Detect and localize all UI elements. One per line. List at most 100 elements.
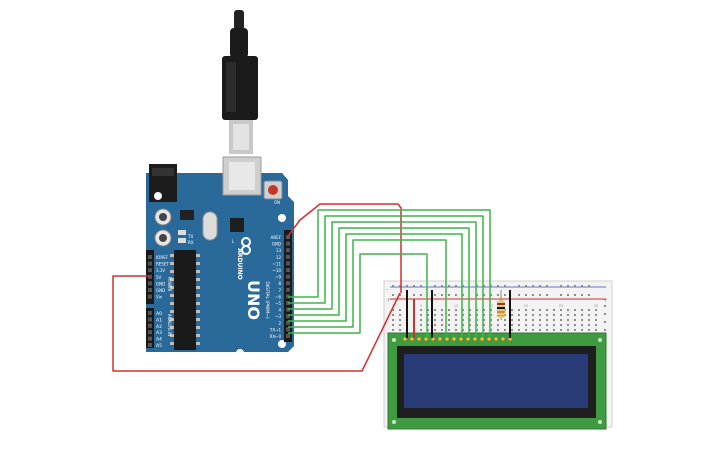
breadboard-hole bbox=[511, 329, 513, 331]
breadboard-hole bbox=[462, 329, 464, 331]
breadboard-hole bbox=[525, 314, 527, 316]
breadboard-hole bbox=[546, 309, 548, 311]
breadboard-hole bbox=[595, 309, 597, 311]
lcd-pin bbox=[493, 336, 499, 342]
digital-pin bbox=[286, 281, 290, 286]
rail-hole bbox=[497, 294, 499, 296]
lcd-pin bbox=[416, 336, 422, 342]
rail-hole bbox=[604, 305, 606, 307]
rail-hole bbox=[462, 285, 464, 287]
breadboard-hole bbox=[567, 324, 569, 326]
breadboard-hole bbox=[455, 329, 457, 331]
rail-minus-label: - bbox=[386, 286, 388, 293]
digital-pin-label: ~5 bbox=[275, 301, 281, 306]
rail-hole bbox=[525, 294, 527, 296]
breadboard-hole bbox=[511, 319, 513, 321]
breadboard-hole bbox=[455, 324, 457, 326]
rail-hole bbox=[476, 285, 478, 287]
breadboard-hole bbox=[469, 329, 471, 331]
breadboard-hole bbox=[476, 329, 478, 331]
breadboard-hole bbox=[434, 314, 436, 316]
breadboard-hole bbox=[553, 319, 555, 321]
rail-hole bbox=[434, 294, 436, 296]
digital-pin-label: 12 bbox=[276, 255, 282, 260]
breadboard-hole bbox=[483, 324, 485, 326]
breadboard-hole bbox=[497, 324, 499, 326]
rail-plus-label-right: + bbox=[603, 297, 608, 304]
rail-hole bbox=[604, 329, 606, 331]
analog-pin-label: A1 bbox=[156, 317, 162, 323]
breadboard-hole bbox=[392, 319, 394, 321]
breadboard-hole bbox=[567, 309, 569, 311]
breadboard-hole bbox=[560, 314, 562, 316]
breadboard-hole bbox=[504, 324, 506, 326]
rail-hole bbox=[539, 294, 541, 296]
breadboard-hole bbox=[434, 329, 436, 331]
breadboard-hole bbox=[399, 319, 401, 321]
wire-signal-d3 bbox=[288, 233, 463, 338]
lcd-pin bbox=[500, 336, 506, 342]
rail-hole bbox=[504, 294, 506, 296]
power-pin-label: Vin bbox=[156, 295, 163, 300]
breadboard-hole bbox=[448, 314, 450, 316]
rail-hole bbox=[420, 294, 422, 296]
breadboard-hole bbox=[588, 324, 590, 326]
breadboard-hole bbox=[553, 329, 555, 331]
breadboard-hole bbox=[581, 309, 583, 311]
wire-signal-d5 bbox=[288, 221, 477, 338]
breadboard-hole bbox=[525, 309, 527, 311]
rail-hole bbox=[490, 285, 492, 287]
breadboard-hole bbox=[546, 329, 548, 331]
breadboard-hole bbox=[504, 319, 506, 321]
breadboard-hole bbox=[441, 319, 443, 321]
rail-hole bbox=[441, 285, 443, 287]
rail-hole bbox=[581, 285, 583, 287]
breadboard-hole bbox=[455, 319, 457, 321]
breadboard-hole bbox=[546, 324, 548, 326]
rail-hole bbox=[413, 294, 415, 296]
board-brand: ARDUINO bbox=[236, 248, 243, 279]
analog-pin-label: A2 bbox=[156, 324, 162, 330]
breadboard-hole bbox=[518, 324, 520, 326]
power-pin bbox=[148, 255, 152, 259]
analog-pin bbox=[148, 330, 152, 335]
led-label-rx: RX bbox=[188, 240, 194, 245]
wire-signal-d11 bbox=[288, 215, 484, 338]
lcd-module bbox=[387, 332, 607, 430]
digital-pin bbox=[286, 334, 290, 338]
breadboard-hole bbox=[462, 314, 464, 316]
breadboard-hole bbox=[581, 314, 583, 316]
power-pin-label: IOREF bbox=[156, 255, 169, 260]
breadboard-hole bbox=[574, 324, 576, 326]
rail-hole bbox=[448, 294, 450, 296]
digital-pin-label: 2 bbox=[278, 321, 281, 326]
breadboard-hole bbox=[399, 309, 401, 311]
rail-plus-label: + bbox=[386, 297, 391, 304]
digital-pin bbox=[286, 274, 290, 279]
column-number: 5 bbox=[420, 304, 422, 308]
rail-hole bbox=[604, 313, 606, 315]
lcd-screen bbox=[404, 354, 588, 408]
breadboard-hole bbox=[567, 319, 569, 321]
breadboard-hole bbox=[532, 309, 534, 311]
breadboard-hole bbox=[567, 329, 569, 331]
column-number: 30 bbox=[594, 304, 598, 308]
power-pin-label: RESET bbox=[156, 262, 169, 267]
analog-pin bbox=[148, 317, 152, 322]
rail-hole bbox=[399, 294, 401, 296]
digital-pin bbox=[286, 314, 290, 319]
rail-hole bbox=[518, 285, 520, 287]
digital-pin bbox=[286, 235, 290, 239]
rail-hole bbox=[560, 294, 562, 296]
rail-hole bbox=[448, 285, 450, 287]
column-number: 20 bbox=[524, 304, 528, 308]
wires bbox=[112, 203, 511, 372]
breadboard-hole bbox=[420, 324, 422, 326]
rail-hole bbox=[574, 294, 576, 296]
breadboard-hole bbox=[539, 329, 541, 331]
breadboard-hole bbox=[427, 309, 429, 311]
analog-pin bbox=[148, 311, 152, 315]
breadboard-hole bbox=[427, 319, 429, 321]
breadboard-hole bbox=[525, 319, 527, 321]
